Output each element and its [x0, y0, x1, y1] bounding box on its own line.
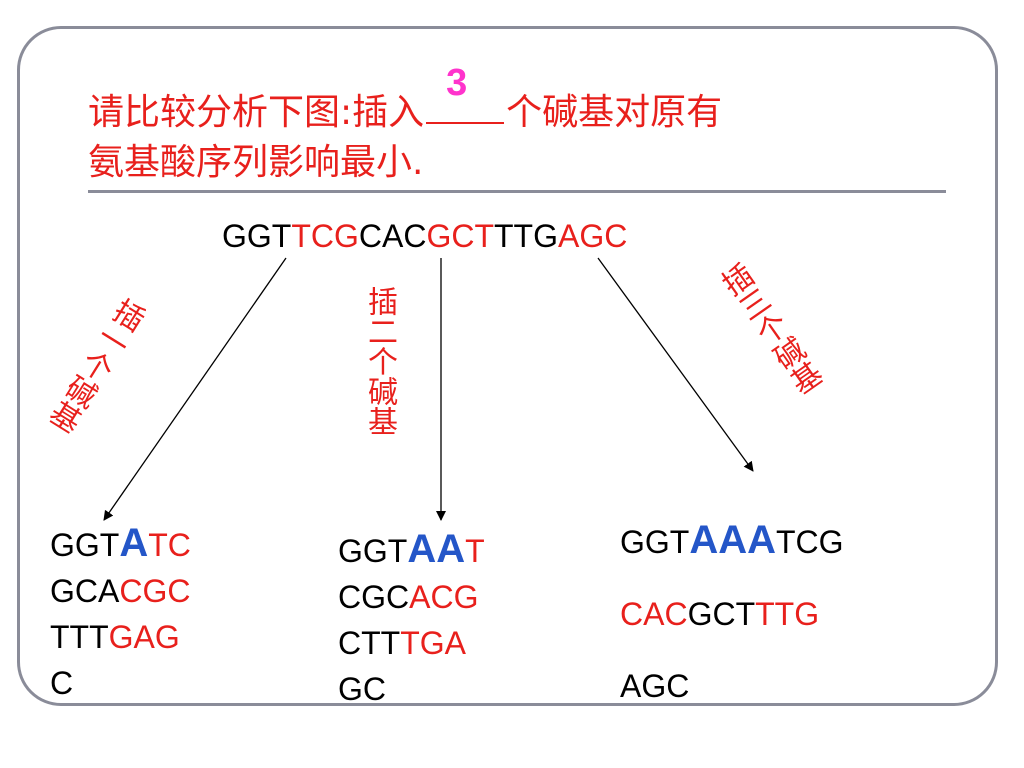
label-insert-two: 插二个碱基	[362, 286, 397, 436]
arrow-insert-three	[597, 257, 754, 472]
result-insert-three: GGTAAATCG CACGCTTTG AGC	[620, 504, 844, 722]
question-text-part3: 氨基酸序列影响最小.	[88, 142, 424, 183]
codon: TCG	[291, 218, 359, 254]
slide-frame	[17, 26, 998, 706]
answer-value: 3	[446, 62, 468, 104]
sequence-line: GGTAAT	[338, 527, 485, 571]
title-divider	[88, 190, 946, 193]
question-title: 请比较分析下图:插入 3 个碱基对原有 氨基酸序列影响最小.	[88, 62, 958, 188]
sequence-line: CTTTGA	[338, 625, 466, 661]
result-insert-two: GGTAAT CGCACG CTTTGA GC	[338, 526, 485, 712]
codon: CAC	[358, 218, 427, 254]
result-insert-one: GGTATC GCACGC TTTGAG C	[50, 520, 191, 706]
sequence-line: CGCACG	[338, 579, 479, 615]
question-text-part1: 请比较分析下图:插入	[88, 92, 425, 133]
answer-blank: 3	[426, 62, 505, 124]
codon: AGC	[557, 218, 628, 254]
sequence-line: GCACGC	[50, 573, 191, 609]
sequence-line: GGTATC	[50, 521, 191, 565]
codon: GCT	[426, 218, 494, 254]
codon: TTG	[493, 218, 558, 254]
sequence-line: CACGCTTTG	[620, 596, 820, 632]
sequence-line: C	[50, 665, 74, 701]
sequence-line: TTTGAG	[50, 619, 180, 655]
sequence-line: GC	[338, 671, 386, 707]
sequence-line: GGTAAATCG	[620, 518, 844, 562]
codon: GGT	[222, 218, 292, 254]
sequence-line: AGC	[620, 668, 690, 704]
arrow-insert-one	[103, 257, 287, 521]
question-text-part2: 个碱基对原有	[506, 92, 723, 133]
original-sequence: GGTTCGCACGCTTTGAGC	[222, 214, 627, 258]
